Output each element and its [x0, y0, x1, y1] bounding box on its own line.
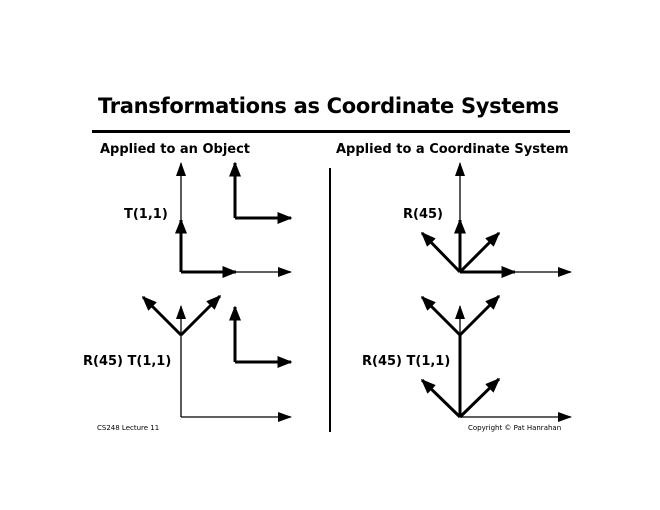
footer-left: CS248 Lecture 11 [97, 424, 160, 432]
right-bottom-frames [420, 294, 572, 422]
right-heading: Applied to a Coordinate System [336, 142, 569, 157]
left-top-object-frame [175, 161, 293, 278]
left-label-top: T(1,1) [124, 207, 168, 222]
left-label-bottom: R(45) T(1,1) [83, 354, 172, 369]
left-bottom-object-frames [141, 294, 293, 368]
left-heading: Applied to an Object [100, 142, 251, 157]
footer-right: Copyright © Pat Hanrahan [468, 424, 562, 432]
title-rule [92, 130, 570, 133]
right-label-top: R(45) [403, 207, 443, 222]
right-label-bottom: R(45) T(1,1) [362, 354, 451, 369]
left-bottom-world-frame [176, 305, 292, 422]
right-top-rotated-frame [420, 218, 517, 278]
slide-title: Transformations as Coordinate Systems [98, 94, 559, 118]
